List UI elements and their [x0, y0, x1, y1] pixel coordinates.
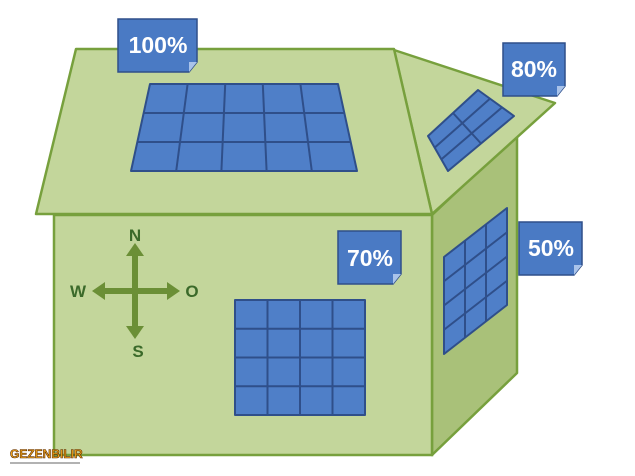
- solar-panel-main-roof: [130, 83, 358, 172]
- arrow-north-icon: [126, 243, 144, 256]
- tag-front-wall-text: 70%: [347, 245, 393, 271]
- panel-grid-line: [220, 83, 227, 172]
- arrow-south-icon: [126, 326, 144, 339]
- solar-panel-side-wall: [443, 207, 508, 355]
- panel-grid-line: [175, 83, 189, 172]
- panel-grid-line: [434, 97, 491, 149]
- compass-west-label: W: [70, 282, 87, 301]
- compass-east-label: O: [185, 282, 198, 301]
- tag-side-wall: 50%: [518, 221, 583, 276]
- compass-south-label: S: [132, 342, 143, 361]
- panel-grid-line: [443, 255, 508, 307]
- arrow-west-icon: [92, 282, 105, 300]
- tag-main-roof-text: 100%: [129, 32, 188, 58]
- tag-side-roof-text: 80%: [511, 56, 557, 82]
- arrow-east-icon: [167, 282, 180, 300]
- panel-grid-line: [443, 231, 508, 283]
- tag-side-roof: 80%: [502, 42, 566, 97]
- panel-grid-line: [440, 106, 503, 161]
- panel-grid-line: [443, 279, 508, 331]
- compass: N S W O: [70, 226, 199, 361]
- solar-panel-front-wall: [234, 299, 366, 416]
- tag-side-wall-text: 50%: [528, 235, 574, 261]
- gezenbilir-logo: GEZENBILIR: [10, 447, 83, 464]
- solar-panel-side-roof: [427, 89, 515, 172]
- panel-grid-line: [261, 83, 268, 172]
- panel-grid-line: [299, 83, 313, 172]
- panel-frame: [130, 83, 358, 172]
- tag-main-roof: 100%: [117, 18, 198, 73]
- compass-north-label: N: [129, 226, 141, 245]
- panel-grid-line: [452, 112, 482, 145]
- tag-front-wall: 70%: [337, 230, 402, 285]
- logo-text: GEZENBILIR: [10, 447, 83, 461]
